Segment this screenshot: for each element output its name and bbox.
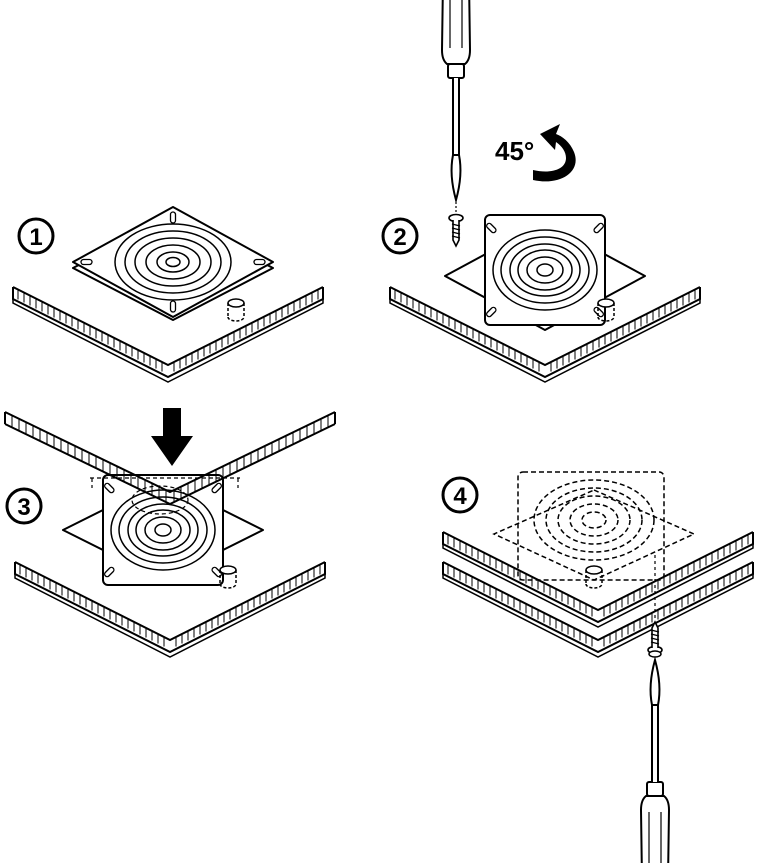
step-2-number: 2: [393, 224, 406, 251]
step-1-panel: 1: [12, 206, 324, 383]
screwdriver-icon: [640, 659, 670, 863]
step-2-panel: 2 45°: [381, 0, 701, 383]
step-4-panel: 4: [441, 471, 754, 863]
step-4-number: 4: [453, 483, 467, 510]
step-3-panel: 3: [4, 408, 336, 658]
step-4-number-badge: 4: [441, 476, 479, 514]
swivel-plate-icon: [62, 474, 264, 586]
rotation-label: 45°: [495, 136, 534, 166]
swivel-plate-icon: [492, 471, 696, 581]
screwdriver-icon: [441, 0, 471, 201]
swivel-plate-icon: [444, 214, 646, 331]
step-3-number: 3: [17, 494, 30, 521]
pin-icon: [227, 298, 245, 322]
step-1-number: 1: [29, 224, 42, 251]
down-arrow-icon: [151, 408, 193, 466]
screw-icon: [448, 213, 464, 247]
step-2-number-badge: 2: [381, 217, 419, 255]
swivel-plate-icon: [72, 206, 274, 321]
board-icon: [442, 531, 754, 628]
rotate-arrow-icon: [533, 124, 576, 182]
step-1-number-badge: 1: [17, 217, 55, 255]
step-3-number-badge: 3: [5, 487, 43, 525]
